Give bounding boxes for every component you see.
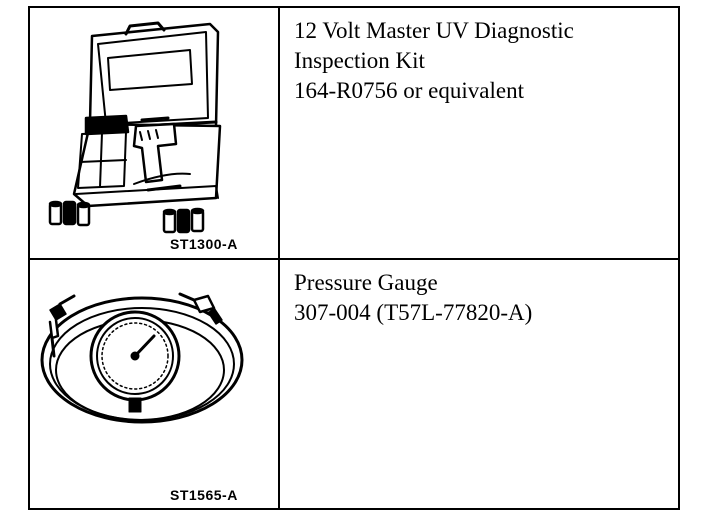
tool-name-line: Pressure Gauge — [294, 270, 438, 295]
tool-description: 12 Volt Master UV Diagnostic Inspection … — [280, 8, 678, 258]
tool-part-number: 307-004 (T57L-77820-A) — [294, 300, 533, 325]
tool-row: ST1565-A Pressure Gauge 307-004 (T57L-77… — [30, 260, 678, 508]
tool-image-cell: ST1565-A — [30, 260, 280, 508]
pressure-gauge-icon — [40, 292, 244, 424]
special-tools-table: ST1300-A 12 Volt Master UV Diagnostic In… — [28, 6, 680, 510]
tool-code: ST1300-A — [170, 236, 238, 252]
tool-image-cell: ST1300-A — [30, 8, 280, 258]
tool-row: ST1300-A 12 Volt Master UV Diagnostic In… — [30, 8, 678, 260]
tool-name-line: 12 Volt Master UV Diagnostic — [294, 18, 574, 43]
tool-description: Pressure Gauge 307-004 (T57L-77820-A) — [280, 260, 678, 508]
tool-code: ST1565-A — [170, 487, 238, 503]
tool-name-line: Inspection Kit — [294, 48, 425, 73]
uv-diagnostic-kit-case-icon — [48, 21, 222, 234]
tool-part-number: 164-R0756 or equivalent — [294, 78, 524, 103]
